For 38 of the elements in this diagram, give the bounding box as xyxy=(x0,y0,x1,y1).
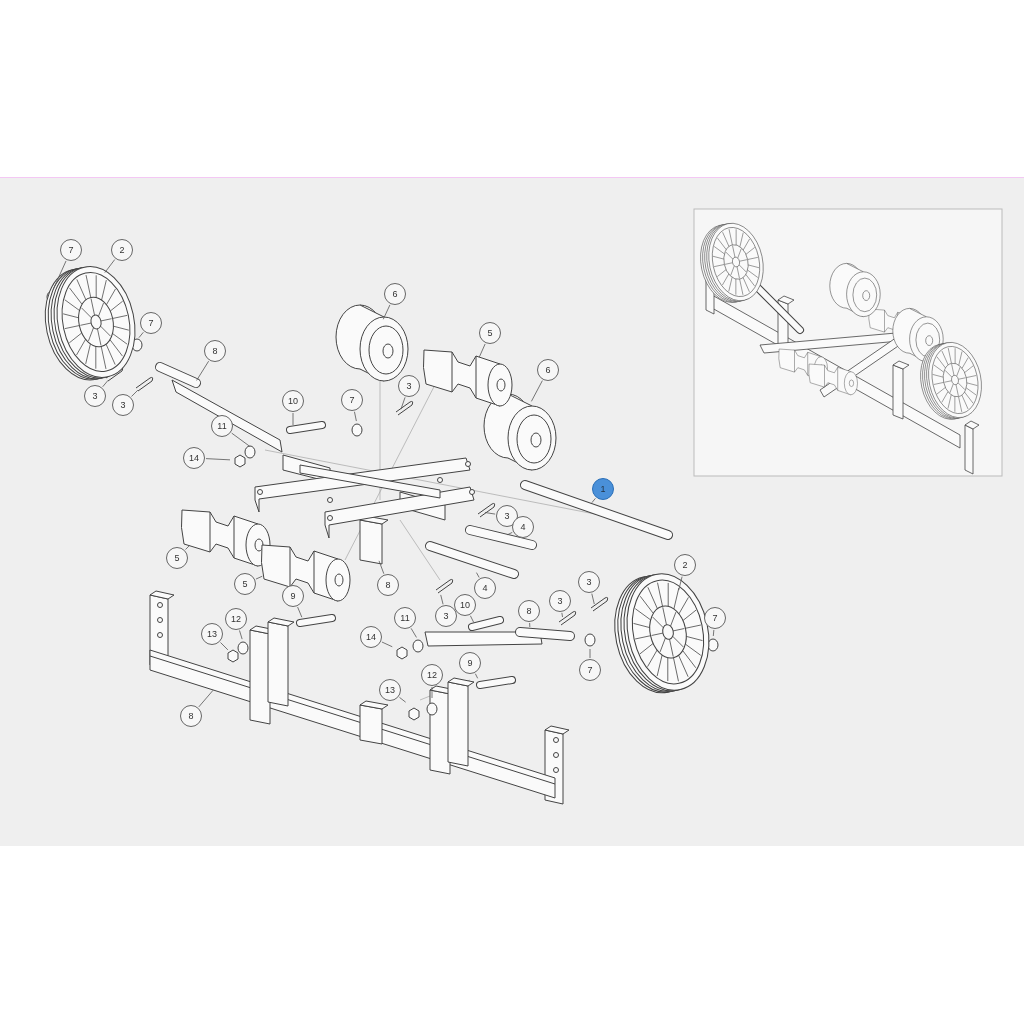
leader-line xyxy=(382,304,391,320)
leader-line xyxy=(104,259,116,273)
leader-line xyxy=(529,622,531,628)
leader-line xyxy=(52,260,67,290)
leader-line xyxy=(131,389,139,397)
leader-line xyxy=(440,594,444,605)
leader-line xyxy=(476,572,480,578)
leader-line xyxy=(431,686,433,699)
leader-line xyxy=(255,575,263,580)
leader-line xyxy=(591,593,595,605)
leader-line xyxy=(354,411,357,422)
leader-line xyxy=(478,343,486,358)
leader-line xyxy=(378,560,385,575)
leader-line xyxy=(589,648,591,659)
leader-line xyxy=(196,360,210,381)
leader-line xyxy=(198,689,214,708)
leader-line xyxy=(231,432,250,447)
leader-line xyxy=(297,606,303,618)
leader-line xyxy=(507,531,513,536)
leader-line xyxy=(205,458,231,461)
leader-line xyxy=(469,615,475,623)
leader-line xyxy=(561,612,563,618)
leader-line xyxy=(220,642,229,651)
leader-line xyxy=(484,512,496,515)
leader-line xyxy=(185,544,191,550)
leader-line xyxy=(678,576,683,591)
leader-line xyxy=(292,412,294,426)
leader-line xyxy=(381,641,393,648)
leader-line xyxy=(399,696,407,703)
leader-line xyxy=(400,396,406,410)
leader-line xyxy=(474,673,479,679)
leader-line xyxy=(410,627,417,638)
leader-line xyxy=(712,629,715,637)
leader-line xyxy=(102,379,109,388)
leader-line xyxy=(591,497,596,504)
leader-line xyxy=(239,630,243,640)
leader-line xyxy=(531,380,543,402)
leader-line xyxy=(138,331,144,339)
